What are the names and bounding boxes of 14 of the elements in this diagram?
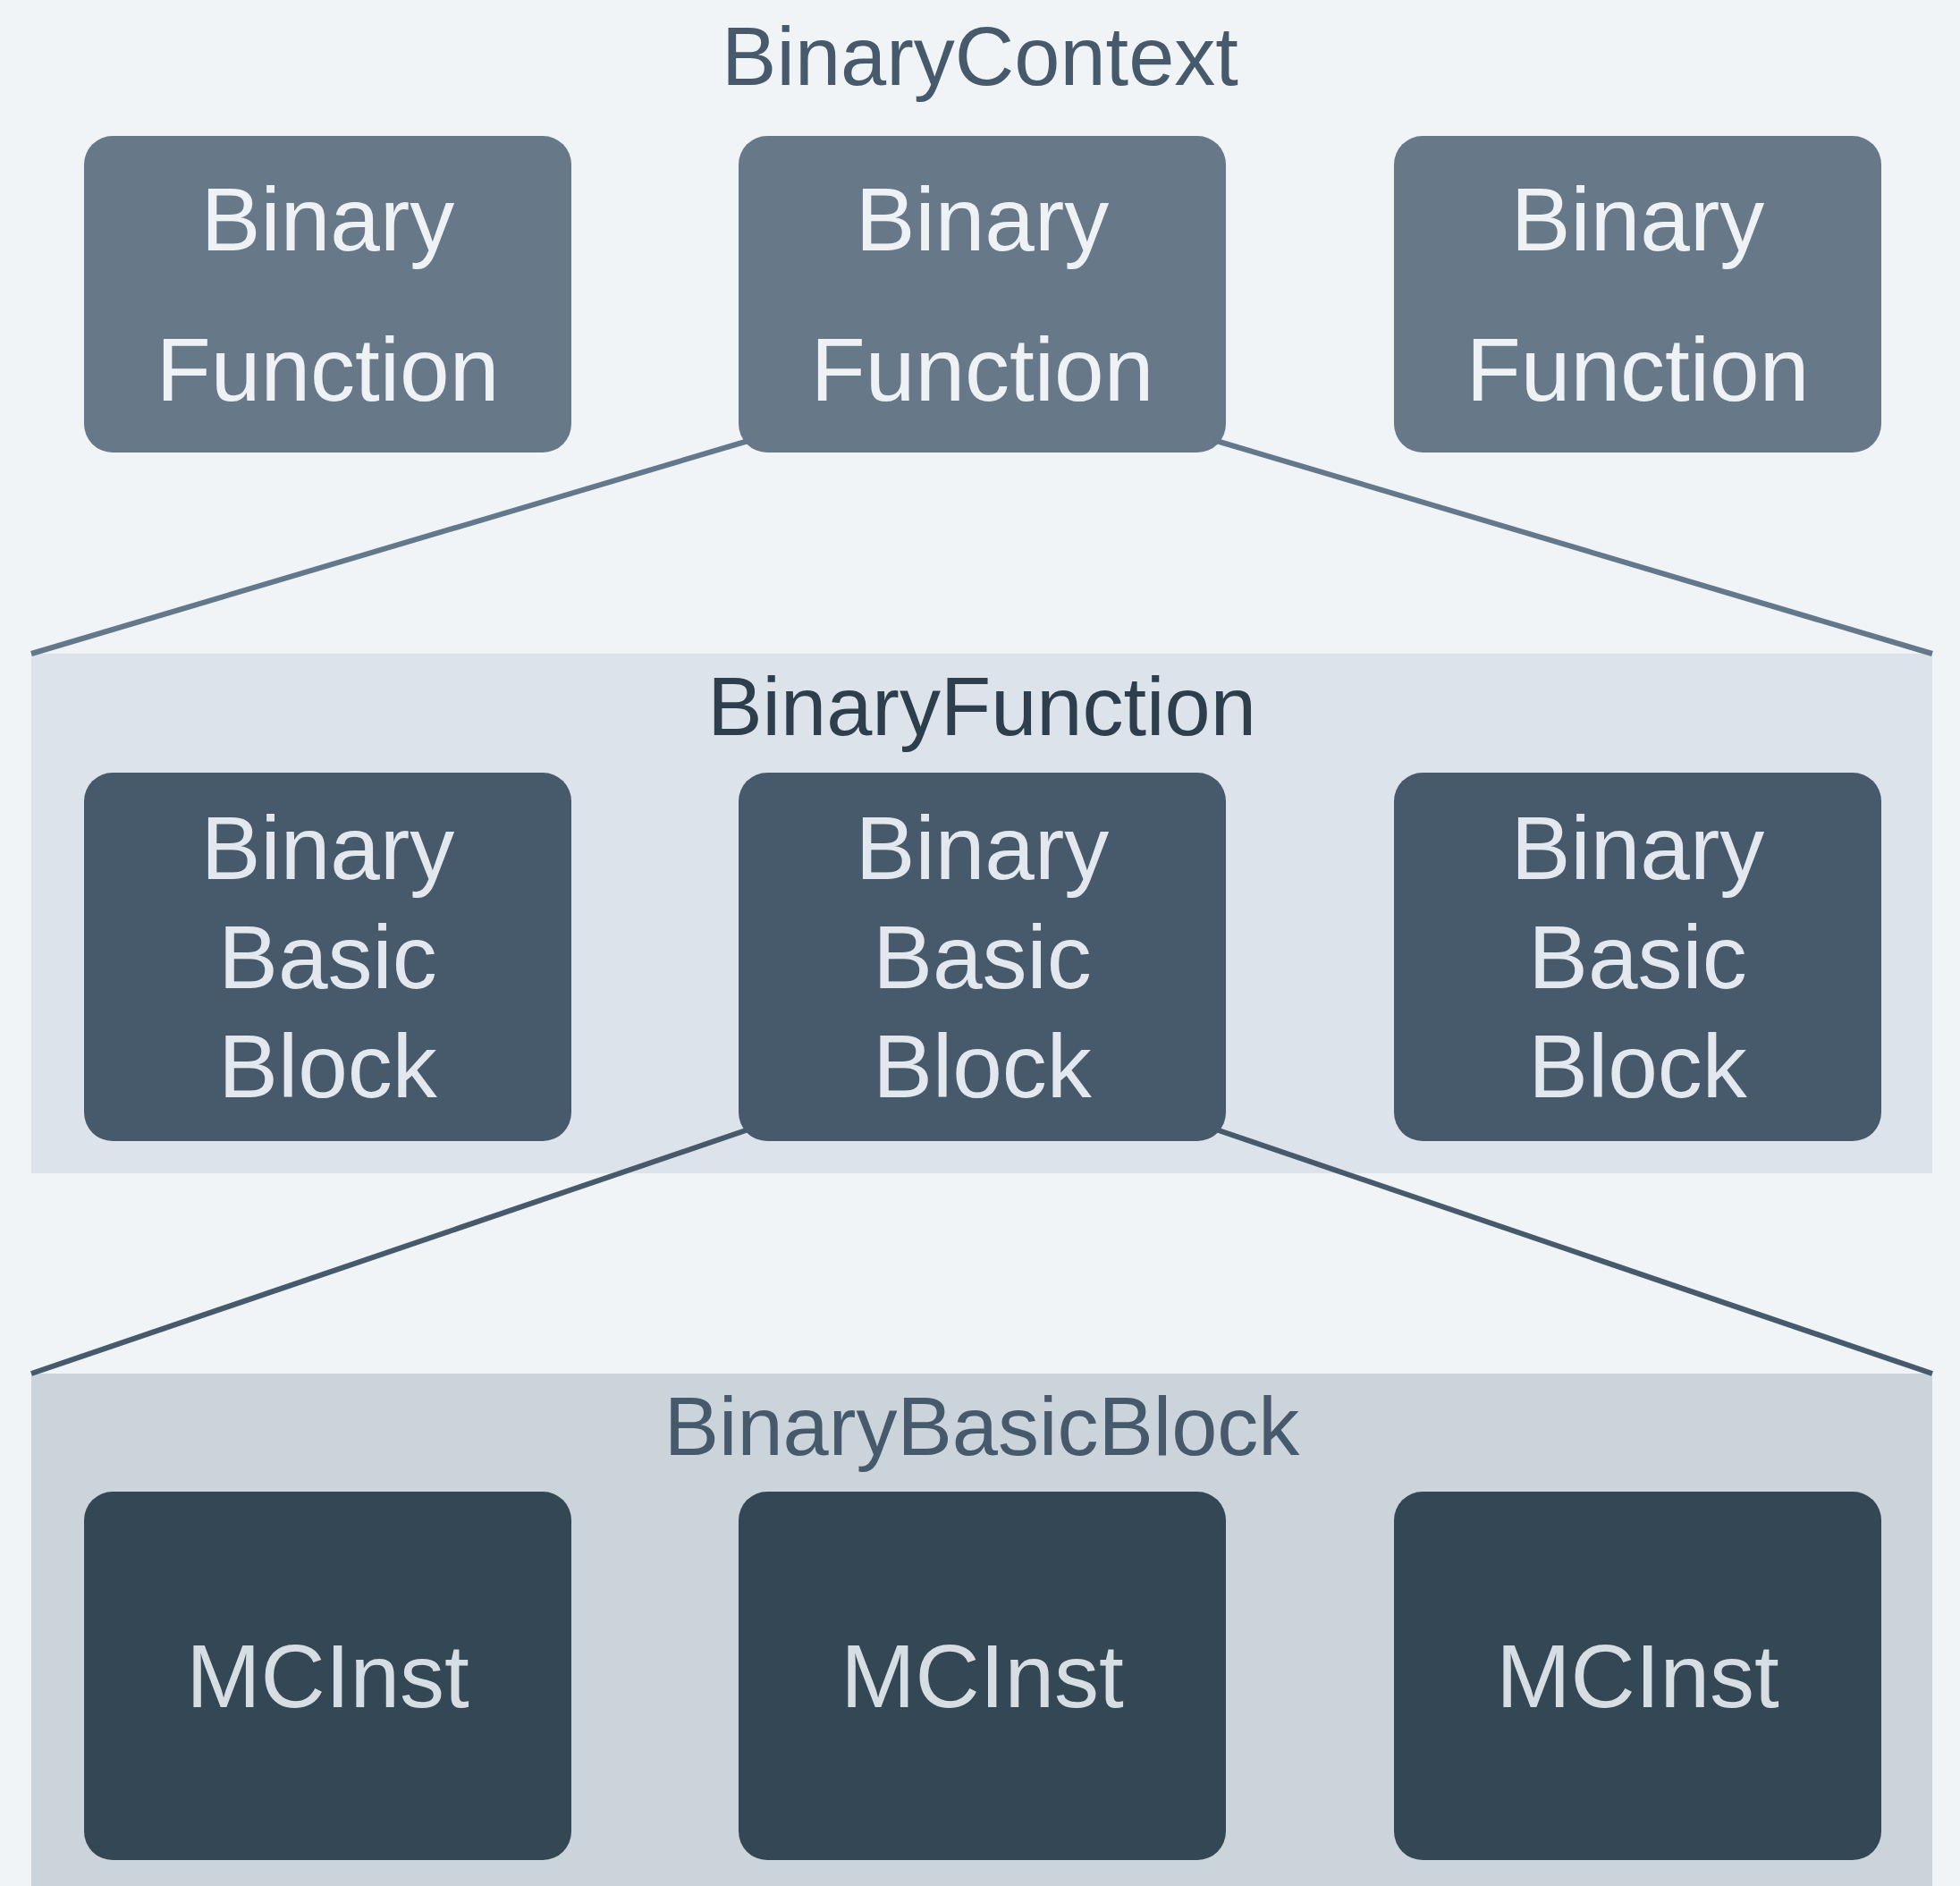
component-box: Binary Basic Block xyxy=(739,773,1226,1141)
container-band xyxy=(31,654,1932,1173)
component-box: MCInst xyxy=(739,1492,1226,1860)
band-heading: BinaryBasicBlock xyxy=(663,1380,1301,1474)
component-box: MCInst xyxy=(1394,1492,1881,1860)
component-box: MCInst xyxy=(84,1492,571,1860)
diagram-title: BinaryContext xyxy=(721,10,1239,104)
component-box: Binary Function xyxy=(739,136,1226,452)
component-box: Binary Basic Block xyxy=(84,773,571,1141)
band-heading: BinaryFunction xyxy=(706,660,1257,754)
container-band xyxy=(31,1374,1932,1886)
component-box: Binary Function xyxy=(1394,136,1881,452)
component-box: Binary Function xyxy=(84,136,571,452)
component-box: Binary Basic Block xyxy=(1394,773,1881,1141)
